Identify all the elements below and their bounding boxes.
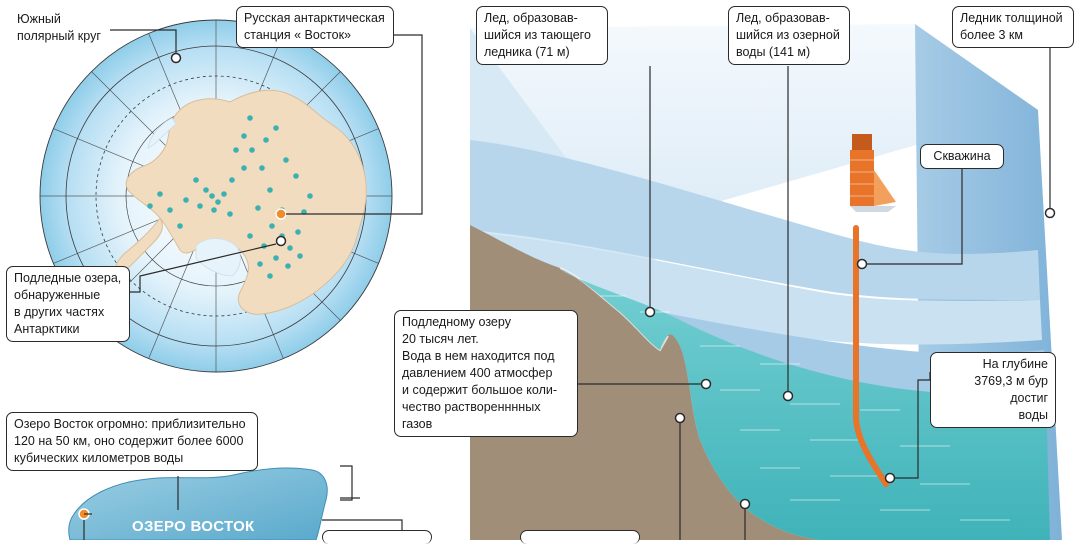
lake-vostok-shape: [68, 467, 328, 540]
block-callout-dots: [644, 207, 1056, 510]
lake-dot: [267, 187, 273, 193]
callout-borehole: Скважина: [920, 144, 1004, 169]
lake-dot: [263, 137, 269, 143]
lake-dot: [247, 233, 253, 239]
lake-dot: [269, 223, 275, 229]
callout-glacier-thickness: Ледник толщиной более 3 км: [952, 6, 1074, 48]
callout-partial-right: [520, 530, 640, 544]
lake-dot: [233, 147, 239, 153]
lake-dot: [293, 173, 299, 179]
water-ripples: [600, 295, 1010, 521]
lake-dot: [255, 205, 261, 211]
lake-dot: [177, 223, 183, 229]
lake-dot: [295, 229, 301, 235]
lake-dot: [297, 253, 303, 259]
lake-dot: [307, 193, 313, 199]
lake-dot: [203, 187, 209, 193]
callout-dot: [644, 306, 656, 318]
callout-dot: [674, 412, 686, 424]
lake-dot: [247, 115, 253, 121]
callout-lake-size: Озеро Восток огромно: приблизительно 120…: [6, 412, 258, 471]
map-leaders: [110, 29, 423, 293]
callout-vostok-station: Русская антарктическая станция « Восток»: [236, 6, 394, 48]
lake-dot: [285, 263, 291, 269]
block-leaders: [576, 48, 1051, 540]
callout-dot: [1044, 207, 1056, 219]
lake-markers: [147, 115, 313, 279]
lake-water: [560, 270, 1050, 540]
lake-dot: [249, 147, 255, 153]
callout-ice-glacier: Лед, образовав- шийся из тающего ледника…: [476, 6, 608, 65]
drill-tower: [850, 134, 896, 212]
callout-partial-left: [322, 530, 432, 544]
ice-block: [470, 24, 1062, 540]
callout-dot: [170, 52, 182, 64]
lake-dot: [273, 125, 279, 131]
lake-dot: [227, 211, 233, 217]
borehole: [853, 225, 889, 487]
station-marker: [275, 208, 287, 220]
lake-dot: [287, 245, 293, 251]
ice-band: [470, 140, 1040, 300]
lake-dot: [229, 177, 235, 183]
lake-dot: [215, 199, 221, 205]
callout-ice-lake: Лед, образовав- шийся из озерной воды (1…: [728, 6, 850, 65]
callout-dot: [884, 472, 896, 484]
bedrock: [470, 225, 820, 540]
lake-dot: [259, 165, 265, 171]
lake-dot: [211, 207, 217, 213]
callout-lake-age: Подледному озеру 20 тысяч лет. Вода в не…: [394, 310, 578, 437]
callout-dot: [739, 498, 751, 510]
lake-dot: [267, 273, 273, 279]
lake-dot: [183, 197, 189, 203]
lake-dot: [241, 165, 247, 171]
antarctica-landmass: [125, 89, 367, 315]
lake-dot: [209, 193, 215, 199]
callout-dot: [782, 390, 794, 402]
lake-dot: [157, 191, 163, 197]
lake-dot: [283, 157, 289, 163]
callout-dot: [275, 235, 287, 247]
lake-dot: [241, 133, 247, 139]
lake-dot: [167, 207, 173, 213]
lake-dot: [193, 177, 199, 183]
lake-dot: [221, 191, 227, 197]
callout-polar-circle: Южный полярный круг: [17, 12, 101, 43]
callout-depth: На глубине 3769,3 м бур достиг воды: [930, 352, 1056, 428]
callout-dot: [700, 378, 712, 390]
lake-dot: [147, 203, 153, 209]
lake-dot: [257, 261, 263, 267]
lake-vostok-label: ОЗЕРО ВОСТОК: [132, 518, 255, 535]
callout-other-lakes: Подледные озера, обнаруженные в других ч…: [6, 266, 130, 342]
lake-dot: [197, 203, 203, 209]
callout-dot: [856, 258, 868, 270]
lake-dot: [273, 255, 279, 261]
lake-vostok-map: [68, 465, 403, 540]
